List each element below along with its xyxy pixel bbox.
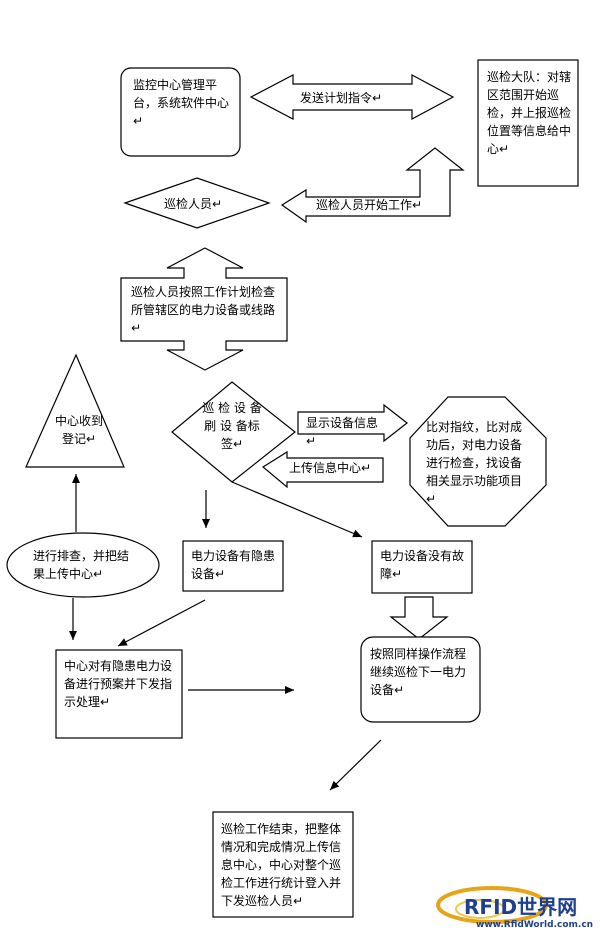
inspect-double-arrow [120,247,288,371]
staff-start-text: 巡检人员开始工作↵ [316,198,423,212]
show-info-text: 显示设备信息↵ [306,416,379,448]
end-work-box [212,811,354,918]
inspect-devices-text: 巡检人员按照工作计划检查所管辖区的电力设备或线路↵ [131,285,276,335]
watermark-brand: RFID世界网 [464,895,578,919]
rfid-logo [436,886,548,924]
monitor-center-text: 监控中心管理平台，系统软件中心↵ [133,78,230,128]
patrol-team-text: 巡检大队：对辖区范围开始巡检，并上报巡检位置等信息给中心↵ [487,70,572,156]
upload-center-arrow [261,450,384,489]
watermark-url: www.RfidWorld.com.cn [476,920,594,930]
monitor-center-box [120,67,241,157]
line-continue-to-end [329,739,382,791]
upload-center-text: 上传信息中心↵ [289,461,372,475]
staff-start-arrow [280,147,465,224]
continue-patrol-box [360,636,481,723]
hazard-box [182,540,284,592]
send-plan-double-arrow [249,73,455,121]
compare-octagon [409,396,547,527]
troubleshoot-text: 进行排查，并把结果上传中心↵ [33,549,130,581]
troubleshoot-ellipse [6,532,160,598]
patrol-team-box [477,59,579,187]
compare-text: 比对指纹，比对成功后，对电力设备进行检查，找设备相关显示功能项目↵ [426,420,523,506]
no-fault-text: 电力设备没有故障↵ [380,549,465,581]
line-hazard-to-plan [117,599,206,647]
patrol-staff-diamond [123,177,271,229]
center-plan-text: 中心对有隐患电力设备进行预案并下发指示处理↵ [64,659,173,709]
hazard-text: 电力设备有隐患设备↵ [191,549,276,581]
send-plan-text: 发送计划指令↵ [300,91,383,105]
scan-tag-text: 巡 检 设 备 刷 设 备标签↵ [202,401,262,451]
end-work-text: 巡检工作结束，把整体情况和完成情况上传信息中心，中心对整个巡检工作进行统计登入并… [221,822,342,908]
patrol-staff-text: 巡检人员↵ [164,197,223,211]
line-diamond-to-nofault [231,481,363,538]
no-fault-box [371,540,473,594]
center-register-triangle [25,353,125,468]
continue-patrol-text: 按照同样操作流程继续巡检下一电力设备↵ [370,647,467,697]
center-plan-box [55,649,183,739]
down-block-arrow [389,596,449,640]
show-info-arrow [297,403,408,443]
center-register-text: 中心收到登记↵ [54,414,103,446]
